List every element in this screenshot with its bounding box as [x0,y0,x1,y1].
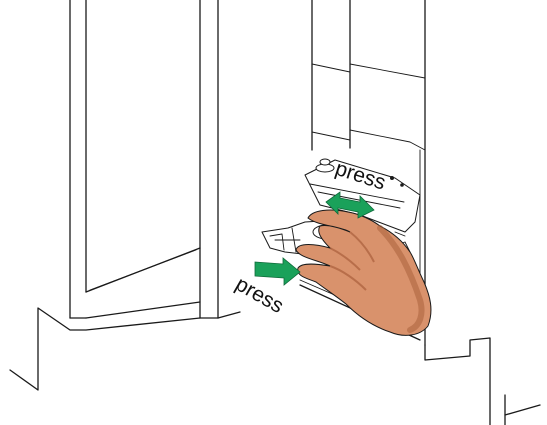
left-door [70,0,218,318]
arrow-right-icon [255,258,300,285]
press-label-lower: press [232,272,288,318]
